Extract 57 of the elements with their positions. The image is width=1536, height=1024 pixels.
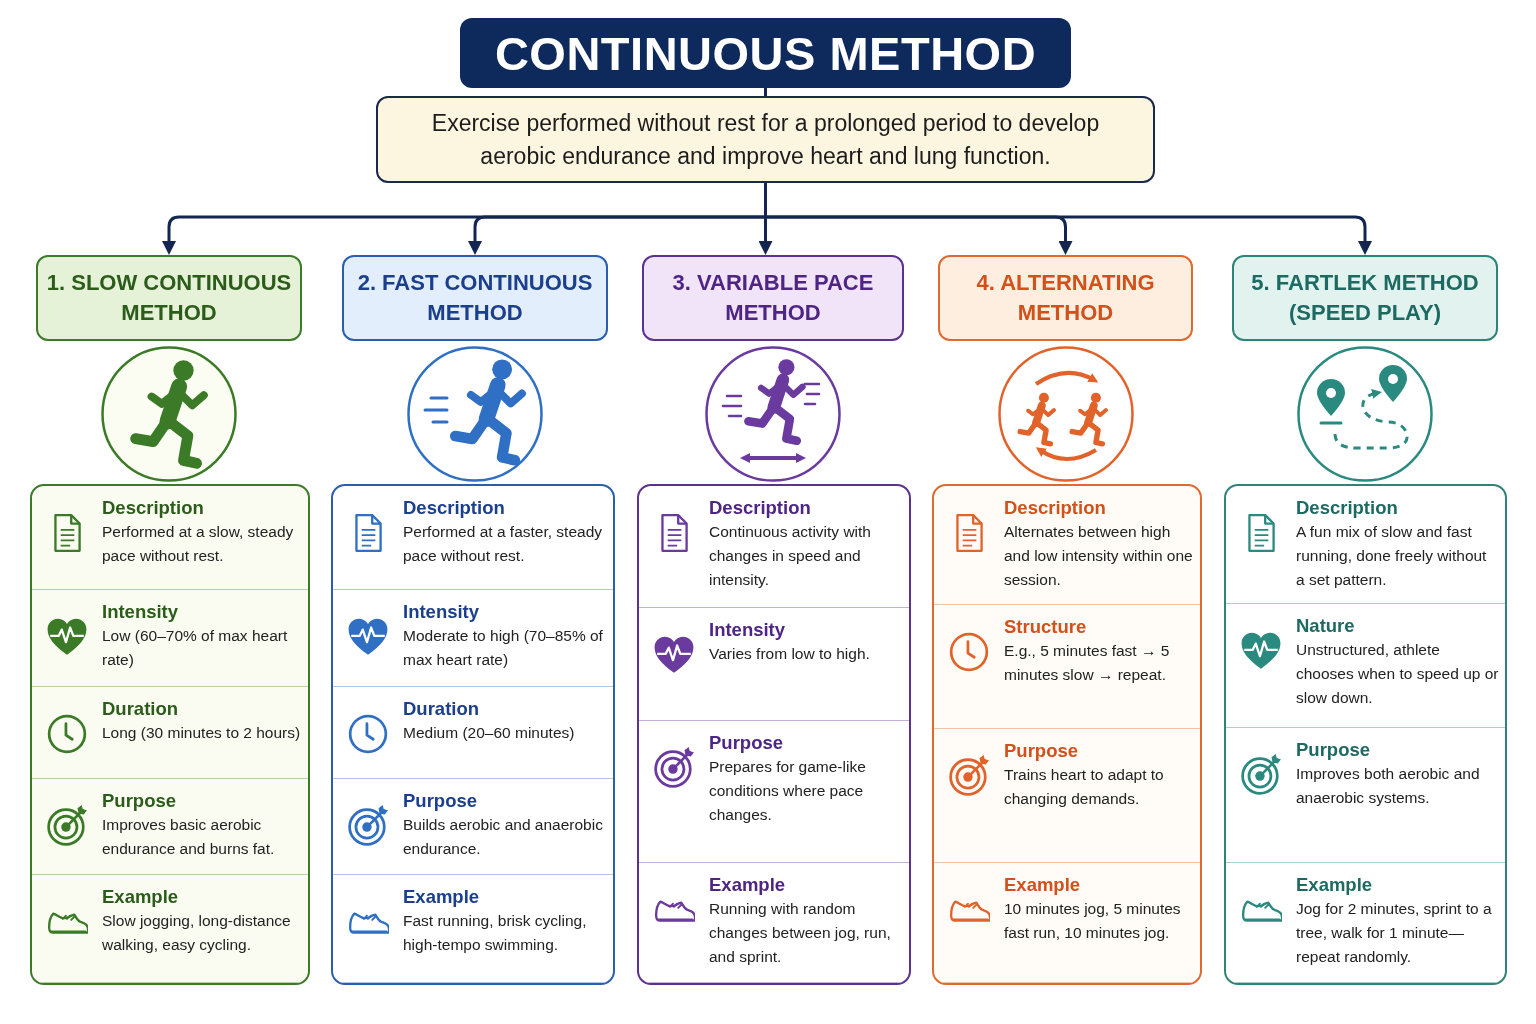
section-text: Varies from low to high.	[709, 644, 871, 664]
section-heading: Purpose	[102, 789, 178, 813]
info-card	[932, 484, 1202, 985]
section-text: Prepares for game-like conditions where pace changes.	[709, 757, 867, 825]
section-text: Low (60–70% of max heart rate)	[102, 626, 289, 670]
section-text: Performed at a faster, steady pace without rest.	[403, 522, 604, 566]
section-heading: Example	[403, 885, 481, 909]
info-card	[331, 484, 615, 985]
section-heading: Example	[709, 873, 787, 897]
section-text: Slow jogging, long-distance walking, easy cycling.	[102, 911, 292, 955]
section-heading: Nature	[1296, 614, 1356, 638]
section-heading: Structure	[1004, 615, 1088, 639]
method-header: 4. ALTERNATING METHOD	[938, 255, 1193, 341]
section-text: E.g., 5 minutes fast → 5 minutes slow → repeat.	[1004, 641, 1171, 685]
section-heading: Description	[102, 496, 205, 520]
section-text: Improves both aerobic and anaerobic systems.	[1296, 764, 1481, 808]
title-banner: CONTINUOUS METHOD	[460, 18, 1071, 88]
info-card	[637, 484, 911, 985]
method-header: 1. SLOW CONTINUOUS METHOD	[36, 255, 302, 341]
section-heading: Example	[1296, 873, 1374, 897]
section-heading: Purpose	[1004, 739, 1080, 763]
section-heading: Intensity	[403, 600, 481, 624]
section-text: Running with random changes between jog, run, and sprint.	[709, 899, 892, 967]
section-heading: Description	[1296, 496, 1399, 520]
section-text: Long (30 minutes to 2 hours)	[102, 723, 302, 743]
section-heading: Intensity	[102, 600, 180, 624]
info-card	[30, 484, 310, 985]
section-text: Jog for 2 minutes, sprint to a tree, walk for 1 minute—repeat randomly.	[1296, 899, 1493, 967]
method-header: 5. FARTLEK METHOD (SPEED PLAY)	[1232, 255, 1498, 341]
section-heading: Description	[403, 496, 506, 520]
connector-line	[764, 88, 767, 96]
section-heading: Description	[709, 496, 812, 520]
section-heading: Intensity	[709, 618, 787, 642]
section-text: Builds aerobic and anaerobic endurance.	[403, 815, 604, 859]
section-text: A fun mix of slow and fast running, done freely without a set pattern.	[1296, 522, 1488, 590]
section-heading: Example	[102, 885, 180, 909]
section-text: 10 minutes jog, 5 minutes fast run, 10 minutes jog.	[1004, 899, 1182, 943]
section-text: Performed at a slow, steady pace without rest.	[102, 522, 295, 566]
section-text: Alternates between high and low intensity within one session.	[1004, 522, 1194, 590]
section-heading: Purpose	[1296, 738, 1372, 762]
section-heading: Duration	[403, 697, 481, 721]
method-header: 3. VARIABLE PACE METHOD	[642, 255, 904, 341]
section-text: Moderate to high (70–85% of max heart rate)	[403, 626, 604, 670]
section-heading: Example	[1004, 873, 1082, 897]
section-text: Improves basic aerobic endurance and burns fat.	[102, 815, 276, 859]
section-text: Fast running, brisk cycling, high-tempo swimming.	[403, 911, 588, 955]
section-heading: Description	[1004, 496, 1107, 520]
section-heading: Duration	[102, 697, 180, 721]
method-header: 2. FAST CONTINUOUS METHOD	[342, 255, 608, 341]
section-text: Continuous activity with changes in speed and intensity.	[709, 522, 872, 590]
section-text: Medium (20–60 minutes)	[403, 723, 576, 743]
section-heading: Purpose	[403, 789, 479, 813]
description-box: Exercise performed without rest for a prolonged period to develop aerobic endurance and improve heart and lung function.	[376, 96, 1155, 183]
section-heading: Purpose	[709, 731, 785, 755]
info-card	[1224, 484, 1507, 985]
section-text: Unstructured, athlete chooses when to speed up or slow down.	[1296, 640, 1499, 708]
section-text: Trains heart to adapt to changing demands.	[1004, 765, 1165, 809]
